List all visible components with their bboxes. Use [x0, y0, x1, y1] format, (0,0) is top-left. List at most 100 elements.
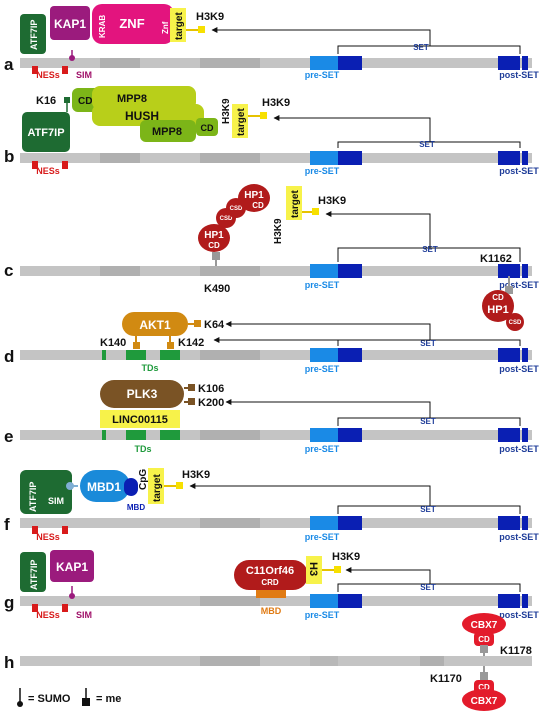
- h3k9-label: H3K9: [196, 11, 224, 23]
- legend: = SUMO = me: [17, 688, 121, 707]
- protein-bar: [20, 151, 532, 169]
- k1170-label: K1170: [430, 673, 462, 685]
- panel-f: f SET pre-SET post-SET NESs ATF7IP SIM M…: [4, 468, 539, 542]
- panel-b: b SET pre-SET post-SET NESs ATF7IP K16 C…: [4, 86, 539, 176]
- set-domain-n: [338, 56, 362, 70]
- svg-text:CSD: CSD: [230, 206, 243, 212]
- panel-letter: a: [4, 55, 14, 74]
- panel-letter: g: [4, 593, 14, 612]
- nes-mark: [62, 66, 68, 74]
- atf7ip-label: ATF7IP: [29, 20, 39, 50]
- k106-label: K106: [198, 383, 224, 395]
- legend-sumo: = SUMO: [28, 693, 71, 705]
- postset-label: post-SET: [499, 166, 539, 176]
- mbd1-label: MBD1: [87, 480, 121, 494]
- svg-text:CSD: CSD: [509, 320, 522, 326]
- target-box: [170, 8, 186, 42]
- atf7ip-label: ATF7IP: [27, 127, 64, 139]
- crd-label: CRD: [261, 578, 279, 587]
- preset-domain: [310, 151, 338, 165]
- nes-label: NESs: [36, 610, 60, 620]
- set-label: SET: [413, 43, 429, 52]
- akt1-label: AKT1: [139, 318, 171, 332]
- postset-label: post-SET: [499, 610, 539, 620]
- preset-label: pre-SET: [305, 364, 340, 374]
- k200-label: K200: [198, 397, 224, 409]
- set-label: SET: [420, 339, 436, 348]
- panel-letter: f: [4, 515, 10, 534]
- nes-mark: [32, 66, 38, 74]
- mpp8-bottom-box: [140, 120, 196, 142]
- svg-text:CD: CD: [478, 683, 490, 692]
- hp1-a: [198, 224, 230, 252]
- mbd-label: MBD: [127, 503, 145, 512]
- sumo-symbol: [17, 701, 23, 707]
- nes-label: NESs: [36, 166, 60, 176]
- set-domain-c: [498, 56, 520, 70]
- kap1-box: [50, 6, 90, 40]
- set-label: SET: [420, 583, 436, 592]
- cd-box-2: [196, 118, 218, 136]
- svg-text:CBX7: CBX7: [471, 696, 498, 707]
- set-bracket: [337, 45, 521, 54]
- mpp8-bottom-label: MPP8: [152, 126, 182, 138]
- znf-box: [92, 4, 174, 44]
- preset-label: pre-SET: [305, 444, 340, 454]
- target-label: target: [236, 108, 247, 136]
- akt1-box: [122, 312, 188, 336]
- hush-label: HUSH: [125, 109, 159, 123]
- svg-text:SIM: SIM: [48, 496, 64, 506]
- preset-label: pre-SET: [305, 280, 340, 290]
- c11orf46-box: [234, 560, 308, 590]
- svg-text:CD: CD: [478, 635, 490, 644]
- protein-bar: [20, 594, 532, 612]
- svg-text:HP1: HP1: [244, 190, 264, 201]
- hp1-b: [238, 184, 270, 212]
- nes-label: NESs: [36, 70, 60, 80]
- cd2-label: CD: [201, 123, 214, 133]
- kap1-box: [50, 550, 94, 582]
- mbd-label: MBD: [261, 606, 282, 616]
- preset-label: pre-SET: [305, 610, 340, 620]
- panel-c: c SET pre-SET post-SET K490 K1162 HP1 CD…: [4, 184, 539, 331]
- c11orf46-label: C11Orf46: [246, 565, 294, 577]
- atf7ip-box: [20, 552, 46, 592]
- preset-domain: [310, 56, 338, 70]
- methylation-arrow: [211, 27, 431, 46]
- mpp8-top-label: MPP8: [117, 93, 147, 105]
- atf7ip-box: [20, 470, 72, 514]
- postset-label: post-SET: [499, 532, 539, 542]
- h3k9-label: H3K9: [332, 551, 360, 563]
- svg-text:CSD: CSD: [220, 216, 233, 222]
- k142-label: K142: [178, 337, 204, 349]
- k64-label: K64: [204, 319, 225, 331]
- protein-bar: [20, 656, 532, 666]
- set-label: SET: [420, 417, 436, 426]
- panel-letter: d: [4, 347, 14, 366]
- atf7ip-box: [20, 14, 46, 54]
- protein-bar: [20, 264, 532, 278]
- svg-text:ATF7IP: ATF7IP: [28, 482, 38, 512]
- target-box: [232, 104, 248, 138]
- cbx7-top: [462, 613, 506, 635]
- kap1-label: KAP1: [54, 17, 86, 31]
- target-box: [148, 468, 164, 504]
- tds-label: TDs: [141, 363, 158, 373]
- znf-small-label: Znf: [161, 21, 170, 34]
- panel-letter: h: [4, 653, 14, 672]
- plk3-label: PLK3: [127, 387, 158, 401]
- panel-letter: e: [4, 427, 13, 446]
- svg-text:ATF7IP: ATF7IP: [29, 560, 39, 590]
- hp1-c: [482, 290, 514, 322]
- panel-g: g SET pre-SET post-SET NESs SIM ATF7IP K…: [4, 550, 539, 620]
- nes-label: NESs: [36, 532, 60, 542]
- panel-e: e SET pre-SET post-SET TDs PLK3 K106 K20…: [4, 380, 539, 454]
- sim-label: SIM: [76, 70, 92, 80]
- h3k9-vertical-label: H3K9: [273, 218, 284, 244]
- plk3-box: [100, 380, 184, 408]
- me-symbol: [82, 698, 90, 706]
- h3-box: [306, 556, 322, 584]
- svg-text:CD: CD: [252, 201, 264, 210]
- cpg-label: CpG: [138, 469, 149, 490]
- h3k9-label: H3K9: [318, 195, 346, 207]
